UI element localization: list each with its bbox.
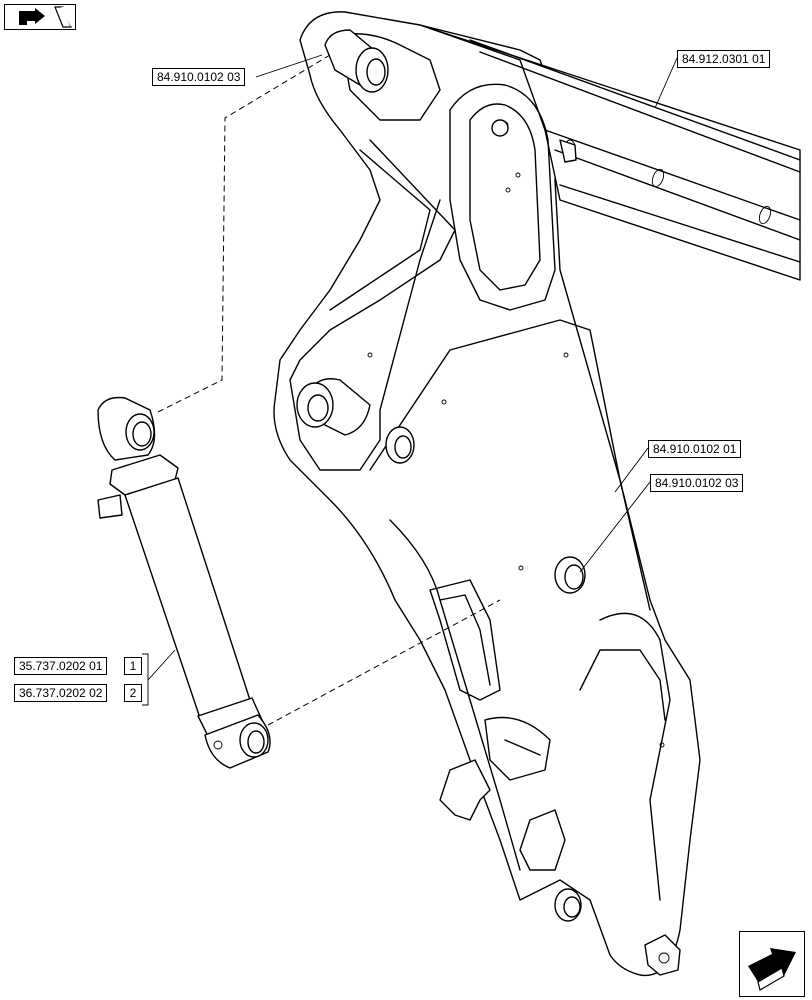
assembly-line-bottom xyxy=(267,599,501,726)
leader-bushing-mid xyxy=(614,447,649,493)
next-page-arrow-icon xyxy=(748,948,796,991)
bottom-pin xyxy=(644,934,681,976)
ref-number-1: 1 xyxy=(124,657,142,675)
leader-cylinder xyxy=(142,649,176,706)
part-label-cylinder-2[interactable]: 36.737.0202 02 xyxy=(14,684,108,702)
ref-number-2: 2 xyxy=(124,684,142,702)
back-arrow-icon xyxy=(19,6,72,28)
top-pivot-pin xyxy=(324,29,509,137)
part-label-cylinder-1[interactable]: 35.737.0202 01 xyxy=(14,657,108,675)
back-nav-button[interactable] xyxy=(4,4,76,30)
assembly-line-top xyxy=(157,54,331,413)
leader-bushing-lower xyxy=(579,481,651,573)
part-label-bushing-lower[interactable]: 84.910.0102 03 xyxy=(650,474,744,492)
leader-arm-top xyxy=(654,57,678,109)
lower-bushing xyxy=(554,888,582,922)
hydraulic-cylinder xyxy=(97,396,271,769)
loader-arm xyxy=(273,11,801,977)
middle-pivot-pin xyxy=(296,378,415,464)
part-label-arm[interactable]: 84.912.0301 01 xyxy=(677,50,771,68)
next-page-button[interactable] xyxy=(739,931,805,997)
part-label-bushing-mid[interactable]: 84.910.0102 01 xyxy=(648,440,742,458)
pin-tip xyxy=(559,139,577,163)
side-bushing xyxy=(554,556,586,594)
part-label-pin-top[interactable]: 84.910.0102 03 xyxy=(152,68,246,86)
leader-pin-top xyxy=(255,54,323,78)
